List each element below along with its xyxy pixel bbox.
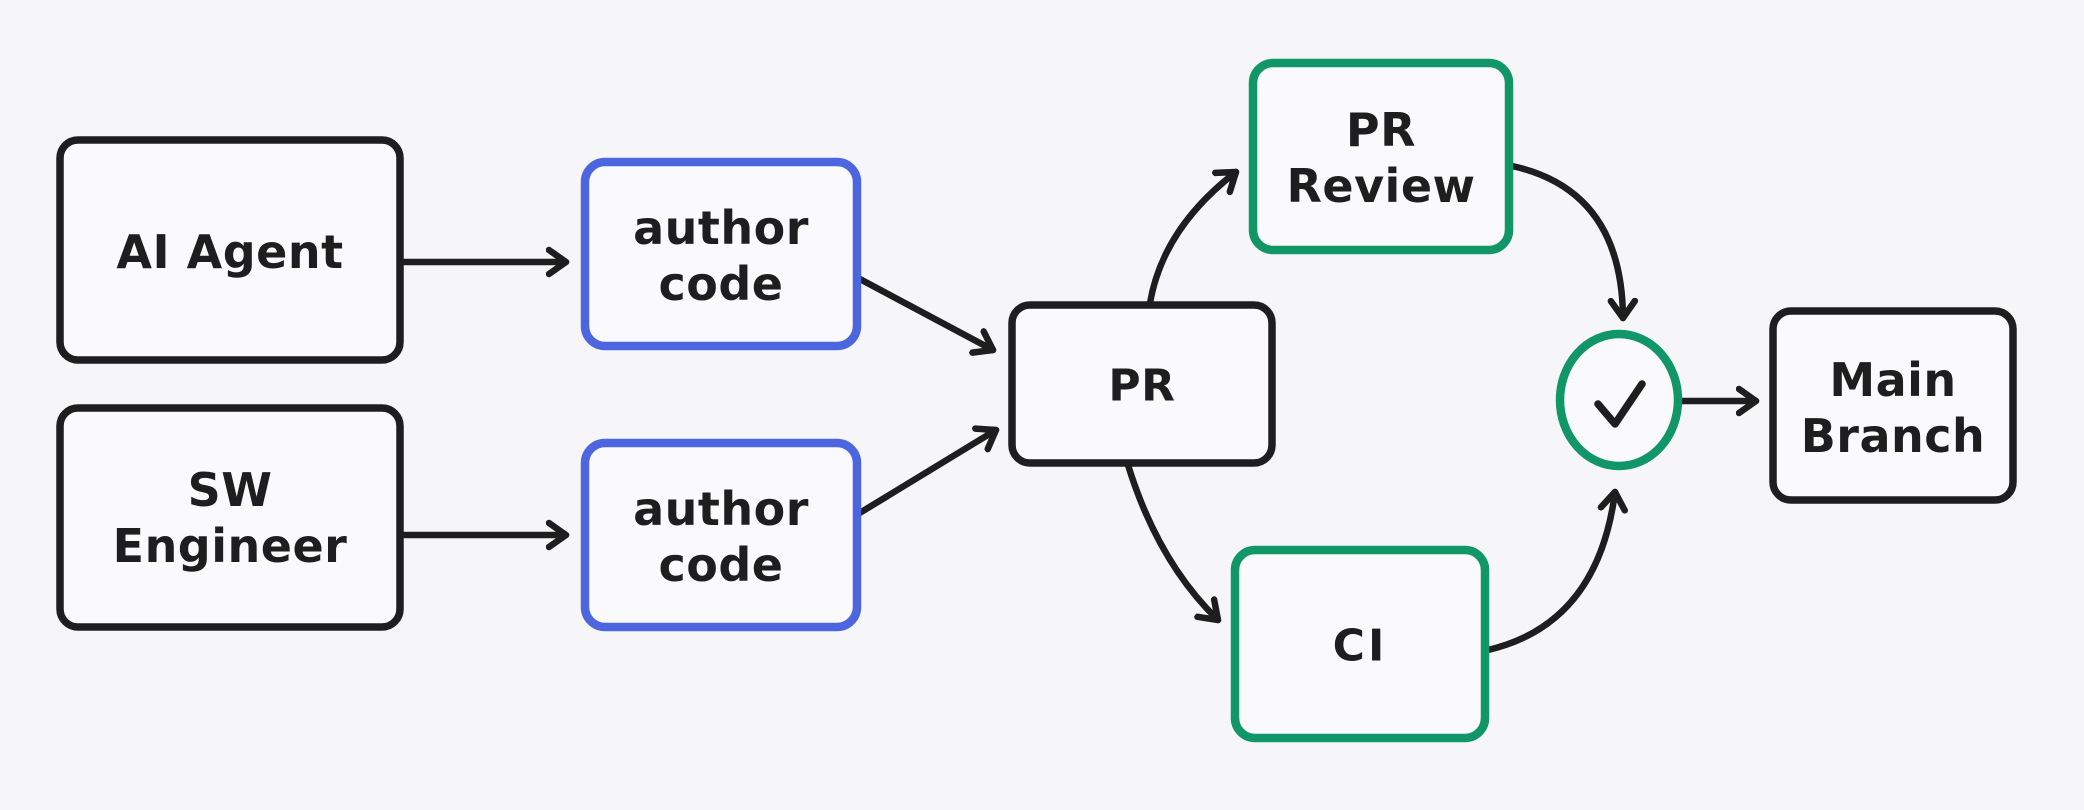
node-author-code-bottom: author code — [580, 438, 862, 632]
edges — [396, 162, 1760, 654]
author-code-top-label-line1: author — [633, 201, 809, 255]
pr-review-label-line2: Review — [1286, 159, 1475, 213]
pr-box — [1008, 301, 1276, 467]
edge-pr-to-pr-review — [1146, 168, 1240, 307]
ci-label: CI — [1333, 621, 1388, 672]
node-pr: PR — [1008, 301, 1276, 467]
sw-engineer-box — [56, 404, 404, 631]
node-main-branch: Main Branch — [1769, 307, 2017, 504]
author-code-top-label-line2: code — [659, 257, 784, 311]
approval-check-circle — [1555, 329, 1683, 471]
edge-pr-review-to-approval-check — [1508, 162, 1623, 322]
edge-ci-to-approval-check — [1484, 488, 1615, 654]
node-author-code-top: author code — [580, 157, 862, 351]
main-branch-label-line1: Main — [1829, 353, 1956, 407]
ai-agent-label: AI Agent — [116, 225, 343, 279]
author-code-top-box — [580, 157, 862, 351]
pr-review-box — [1248, 58, 1514, 255]
ci-box — [1230, 545, 1490, 743]
author-code-bottom-label-line1: author — [633, 482, 809, 536]
node-pr-review: PR Review — [1248, 58, 1514, 255]
sw-engineer-label-line1: SW — [188, 463, 273, 517]
pr-label: PR — [1108, 361, 1175, 412]
node-approval-check — [1555, 329, 1683, 471]
edge-author-code-top-to-pr — [854, 274, 997, 350]
edge-author-code-bottom-to-pr — [854, 430, 1000, 518]
author-code-bottom-box — [580, 438, 862, 632]
node-ci: CI — [1230, 545, 1490, 743]
main-branch-label-line2: Branch — [1801, 409, 1986, 463]
ai-agent-box — [56, 136, 404, 364]
author-code-bottom-label-line2: code — [659, 538, 784, 592]
node-ai-agent: AI Agent — [56, 136, 404, 364]
edge-pr-to-ci — [1124, 461, 1222, 624]
pr-review-label-line1: PR — [1346, 103, 1416, 157]
sw-engineer-label-line2: Engineer — [113, 519, 348, 573]
main-branch-box — [1769, 307, 2017, 504]
check-icon — [1594, 380, 1646, 428]
node-sw-engineer: SW Engineer — [56, 404, 404, 631]
